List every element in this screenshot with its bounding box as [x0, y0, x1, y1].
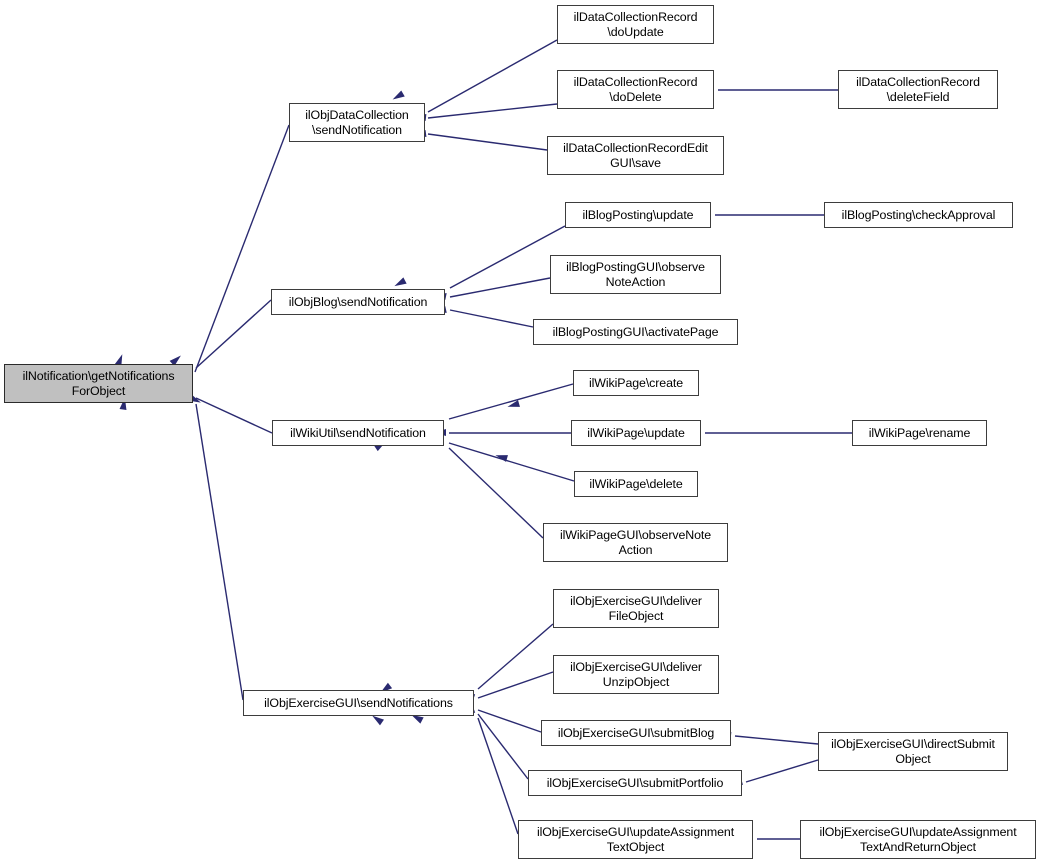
graph-node-label: ilNotification\getNotifications ForObjec…	[22, 368, 175, 398]
graph-node-label: ilObjBlog\sendNotification	[288, 294, 428, 309]
graph-edge	[448, 447, 544, 539]
graph-edge	[477, 623, 554, 690]
graph-edge	[449, 225, 566, 289]
graph-edge-arrowhead	[114, 354, 123, 367]
graph-node-label: ilObjDataCollection \sendNotification	[305, 107, 409, 137]
graph-edge-arrowhead	[507, 400, 520, 407]
graph-edge	[427, 39, 558, 113]
graph-edge	[448, 383, 574, 420]
graph-node[interactable]: ilWikiUtil\sendNotification	[272, 420, 444, 446]
graph-node-label: ilBlogPostingGUI\observe NoteAction	[566, 259, 705, 289]
graph-node[interactable]: ilDataCollectionRecord \deleteField	[838, 70, 998, 109]
graph-node-label: ilWikiPage\delete	[589, 476, 683, 491]
graph-node[interactable]: ilDataCollectionRecord \doUpdate	[557, 5, 714, 44]
graph-node-label: ilObjExerciseGUI\submitBlog	[557, 725, 715, 740]
graph-edge	[195, 397, 273, 434]
graph-node-label: ilWikiPage\update	[587, 425, 685, 440]
graph-edge-arrowhead	[411, 714, 424, 724]
graph-node-label: ilObjExerciseGUI\updateAssignment TextAn…	[819, 824, 1017, 854]
graph-node[interactable]: ilWikiPage\update	[571, 420, 701, 446]
graph-node-label: ilDataCollectionRecordEdit GUI\save	[563, 140, 708, 170]
graph-node[interactable]: ilObjBlog\sendNotification	[271, 289, 445, 315]
graph-edge	[449, 309, 534, 328]
graph-node-label: ilDataCollectionRecord \deleteField	[856, 74, 980, 104]
graph-edge	[427, 103, 558, 119]
graph-node[interactable]: ilDataCollectionRecord \doDelete	[557, 70, 714, 109]
graph-edge	[427, 133, 548, 151]
graph-node-label: ilObjExerciseGUI\updateAssignment TextOb…	[536, 824, 735, 854]
graph-node[interactable]: ilBlogPostingGUI\activatePage	[533, 319, 738, 345]
graph-node-label: ilObjExerciseGUI\sendNotifications	[264, 695, 453, 710]
graph-node[interactable]: ilObjExerciseGUI\directSubmit Object	[818, 732, 1008, 771]
graph-node-label: ilBlogPosting\checkApproval	[841, 207, 996, 222]
graph-edge-arrowhead	[372, 715, 385, 726]
graph-node[interactable]: ilObjExerciseGUI\updateAssignment TextOb…	[518, 820, 753, 859]
graph-edge	[477, 713, 529, 780]
graph-node[interactable]: ilObjDataCollection \sendNotification	[289, 103, 425, 142]
graph-node-label: ilObjExerciseGUI\deliver UnzipObject	[570, 659, 702, 689]
graph-node[interactable]: ilBlogPosting\update	[565, 202, 711, 228]
graph-node-label: ilObjExerciseGUI\deliver FileObject	[570, 593, 702, 623]
graph-edge	[194, 124, 290, 373]
graph-node[interactable]: ilWikiPageGUI\observeNote Action	[543, 523, 728, 562]
graph-node[interactable]: ilObjExerciseGUI\sendNotifications	[243, 690, 474, 716]
graph-node-label: ilDataCollectionRecord \doUpdate	[573, 9, 698, 39]
graph-edge	[449, 277, 551, 298]
graph-edge-arrowhead	[392, 90, 405, 100]
graph-node-label: ilBlogPosting\update	[582, 207, 694, 222]
graph-edge	[745, 759, 819, 783]
graph-node-label: ilWikiPage\create	[588, 375, 684, 390]
graph-edge-arrowhead	[169, 355, 181, 367]
graph-node-label: ilBlogPostingGUI\activatePage	[552, 324, 719, 339]
graph-edge	[448, 442, 575, 482]
graph-edge	[477, 709, 542, 733]
graph-node[interactable]: ilNotification\getNotifications ForObjec…	[4, 364, 193, 403]
graph-node[interactable]: ilWikiPage\delete	[574, 471, 698, 497]
graph-edge	[734, 735, 819, 745]
graph-node[interactable]: ilObjExerciseGUI\submitPortfolio	[528, 770, 742, 796]
graph-edge	[477, 671, 554, 699]
graph-node[interactable]: ilObjExerciseGUI\submitBlog	[541, 720, 731, 746]
graph-node-label: ilWikiPageGUI\observeNote Action	[559, 527, 712, 557]
graph-node-label: ilObjExerciseGUI\directSubmit Object	[831, 736, 995, 766]
graph-node-label: ilObjExerciseGUI\submitPortfolio	[546, 775, 724, 790]
edges-group	[114, 39, 852, 842]
graph-edge-arrowhead	[495, 455, 508, 462]
graph-node[interactable]: ilObjExerciseGUI\updateAssignment TextAn…	[800, 820, 1036, 859]
graph-edge	[195, 403, 244, 701]
graph-edge	[477, 717, 519, 835]
graph-node[interactable]: ilDataCollectionRecordEdit GUI\save	[547, 136, 724, 175]
graph-node[interactable]: ilBlogPostingGUI\observe NoteAction	[550, 255, 721, 294]
graph-node[interactable]: ilBlogPosting\checkApproval	[824, 202, 1013, 228]
graph-node[interactable]: ilObjExerciseGUI\deliver UnzipObject	[553, 655, 719, 694]
graph-edge-arrowhead	[394, 277, 407, 287]
graph-node-label: ilWikiUtil\sendNotification	[290, 425, 426, 440]
graph-node[interactable]: ilWikiPage\create	[573, 370, 699, 396]
graph-node-label: ilWikiPage\rename	[868, 425, 971, 440]
graph-edge	[195, 299, 272, 369]
graph-node[interactable]: ilObjExerciseGUI\deliver FileObject	[553, 589, 719, 628]
graph-node[interactable]: ilWikiPage\rename	[852, 420, 987, 446]
graph-node-label: ilDataCollectionRecord \doDelete	[573, 74, 698, 104]
